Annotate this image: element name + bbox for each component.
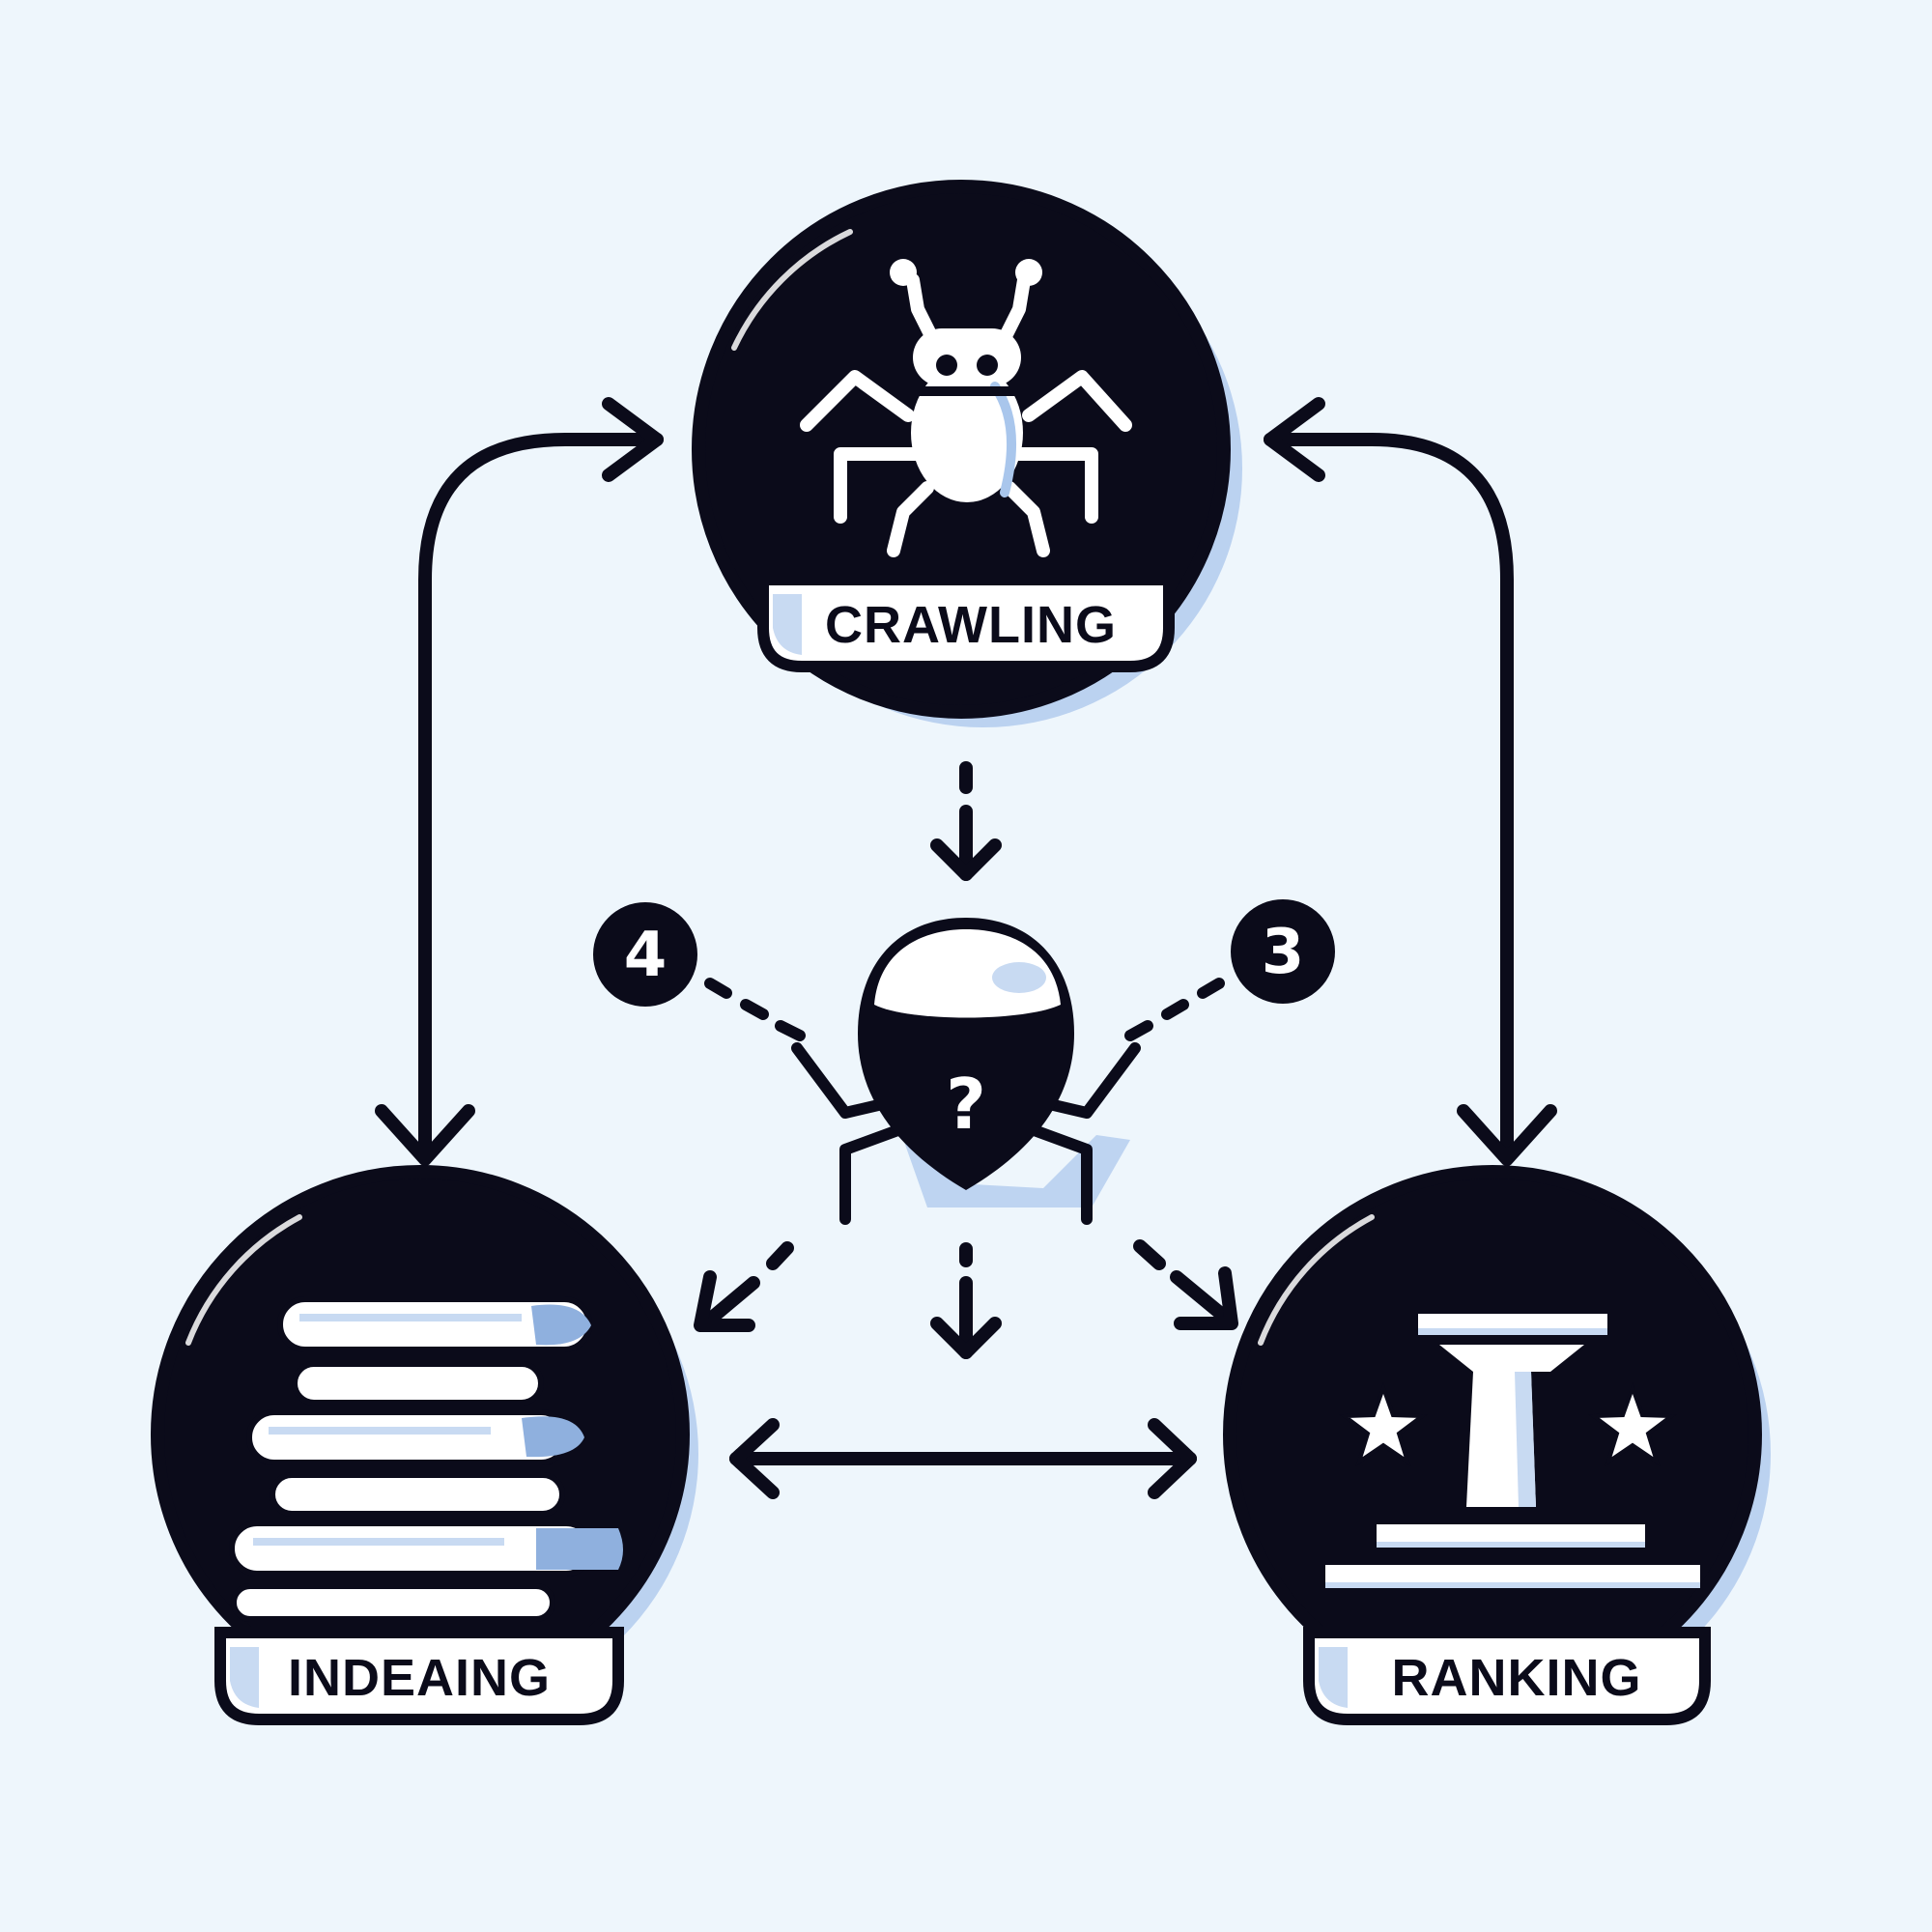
ranking-node: RANKING <box>1223 1165 1771 1725</box>
arrow-indexing-crawling <box>375 397 664 1166</box>
crawling-label-plate: CRAWLING <box>757 574 1175 672</box>
dotted-connector-left <box>704 978 806 1041</box>
badge-left: 4 <box>593 902 697 1007</box>
crawling-node: CRAWLING <box>692 180 1242 727</box>
ranking-label: RANKING <box>1392 1649 1642 1707</box>
indexing-node: INDEAING <box>151 1165 698 1725</box>
podium-stars-icon <box>1325 1314 1700 1588</box>
arrow-indexing-ranking <box>729 1418 1197 1499</box>
badge-left-number: 4 <box>624 920 668 991</box>
dashed-arrow-down-top <box>930 761 1002 881</box>
robot-bug-icon <box>800 259 1132 557</box>
star-icon-right <box>1588 1382 1677 1466</box>
dashed-arrow-to-indexing <box>694 1241 794 1332</box>
star-icon-left <box>1339 1382 1428 1466</box>
crawling-label: CRAWLING <box>825 596 1117 654</box>
dashed-arrow-down-center <box>930 1242 1002 1359</box>
book-stack-icon <box>229 1296 623 1622</box>
dotted-connector-right <box>1124 978 1225 1041</box>
dashed-arrow-to-ranking <box>1133 1239 1238 1330</box>
spider-question-mark: ? <box>946 1064 986 1145</box>
badge-right: 3 <box>1231 899 1335 1004</box>
arrow-ranking-crawling <box>1264 397 1557 1166</box>
spider-question-icon: ? <box>791 918 1141 1225</box>
robot-bug-body <box>911 328 1023 502</box>
indexing-label-plate: INDEAING <box>214 1627 624 1725</box>
badge-right-number: 3 <box>1262 917 1305 988</box>
indexing-label: INDEAING <box>288 1649 551 1707</box>
ranking-label-plate: RANKING <box>1303 1627 1711 1725</box>
